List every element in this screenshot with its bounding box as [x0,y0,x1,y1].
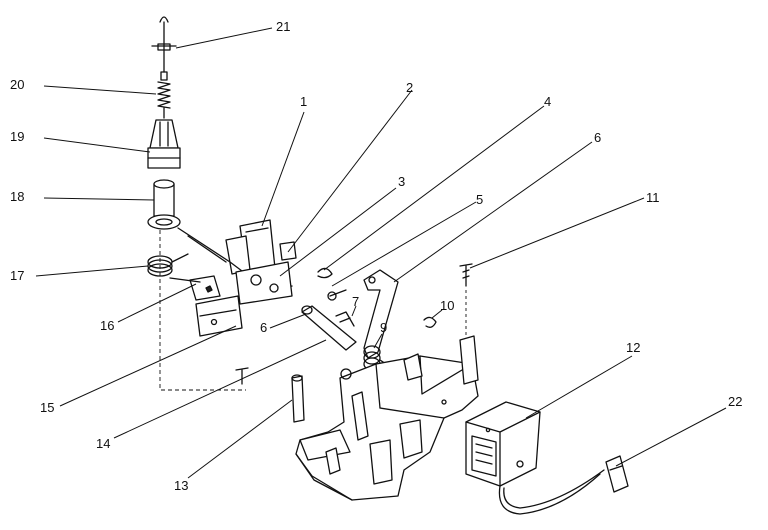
label-12: 12 [626,340,640,355]
label-7: 7 [352,294,359,309]
bushing-part-19 [147,119,181,169]
label-21: 21 [276,19,290,34]
label-5: 5 [476,192,483,207]
screw-part-11 [459,263,473,287]
screw-part-14 [235,367,249,385]
label-22: 22 [728,394,742,409]
spring-part-20 [157,81,171,119]
spindle-shaft-part-21 [151,16,177,81]
torsion-spring-part-17 [147,253,189,277]
part-labels: 21 20 19 18 17 1 2 3 4 5 6 11 16 6 7 9 1… [10,19,742,493]
link-rod-part-6 [301,289,357,351]
label-17: 17 [10,268,24,283]
handle-part-13 [291,374,305,423]
sleeve-part-18 [147,179,181,230]
leader-lines [35,27,727,479]
arm-part-5 [363,269,399,359]
label-3: 3 [398,174,405,189]
clip-part-10 [423,316,437,328]
label-6-lower: 6 [260,320,267,335]
wire-harness-part-22 [498,455,629,515]
label-16: 16 [100,318,114,333]
label-10: 10 [440,298,454,313]
label-2: 2 [406,80,413,95]
label-13: 13 [174,478,188,493]
label-6-upper: 6 [594,130,601,145]
lever-part-16 [169,275,221,301]
clip-part-4 [317,267,333,279]
solenoid-part-12 [465,401,541,487]
label-20: 20 [10,77,24,92]
label-14: 14 [96,436,110,451]
clip-part-7 [335,311,355,327]
label-1: 1 [300,94,307,109]
label-15: 15 [40,400,54,415]
plate-part-15 [195,295,243,337]
base-frame [295,335,479,501]
label-11: 11 [646,190,660,205]
label-9: 9 [380,320,387,335]
label-18: 18 [10,189,24,204]
label-4: 4 [544,94,551,109]
label-19: 19 [10,129,24,144]
